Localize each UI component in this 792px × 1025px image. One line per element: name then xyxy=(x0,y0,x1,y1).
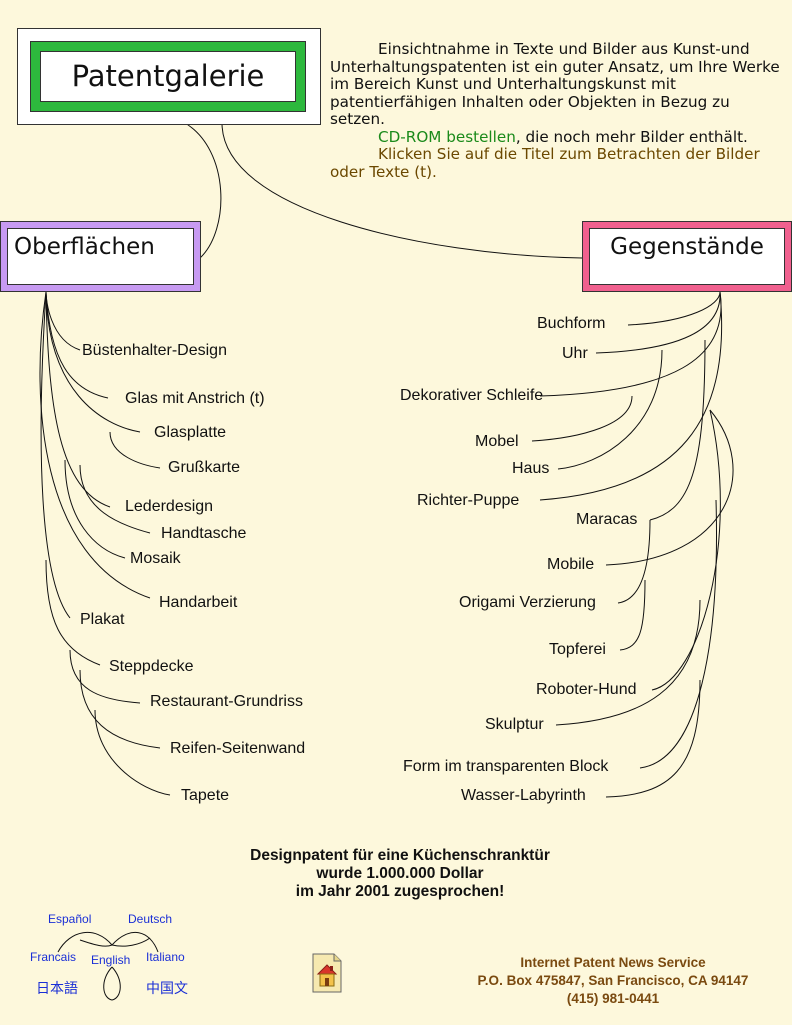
objects-category-frame: Gegenstände xyxy=(582,221,792,292)
object-item-robot-dog[interactable]: Roboter-Hund xyxy=(536,681,637,699)
surface-item-needlework[interactable]: Handarbeit xyxy=(159,594,237,612)
language-link-spanish[interactable]: Español xyxy=(48,912,91,926)
surface-item-restaurant-floorplan[interactable]: Restaurant-Grundriss xyxy=(150,693,303,711)
object-item-pottery[interactable]: Topferei xyxy=(549,641,606,659)
language-link-french[interactable]: Francais xyxy=(30,950,76,964)
award-announcement: Designpatent für eine Küchenschranktür w… xyxy=(200,847,600,901)
award-line-2: wurde 1.000.000 Dollar xyxy=(200,865,600,883)
intro-text: Einsichtnahme in Texte und Bilder aus Ku… xyxy=(330,41,782,181)
surface-item-bra-design[interactable]: Büstenhalter-Design xyxy=(82,342,227,360)
footer-address: P.O. Box 475847, San Francisco, CA 94147 xyxy=(430,972,792,990)
footer-organization: Internet Patent News Service xyxy=(430,954,792,972)
title-green-frame: Patentgalerie xyxy=(30,41,306,112)
object-item-mobile[interactable]: Mobile xyxy=(547,556,594,574)
footer-contact: Internet Patent News Service P.O. Box 47… xyxy=(430,954,792,1008)
object-item-doll[interactable]: Richter-Puppe xyxy=(417,492,519,510)
surface-item-glass-plate[interactable]: Glasplatte xyxy=(154,424,226,442)
surface-item-leather-design[interactable]: Lederdesign xyxy=(125,498,213,516)
surface-item-mosaic[interactable]: Mosaik xyxy=(130,550,181,568)
cd-rom-rest-text: , die noch mehr Bilder enthält. xyxy=(516,128,748,146)
object-item-sculpture[interactable]: Skulptur xyxy=(485,716,544,734)
language-link-japanese[interactable]: 日本語 xyxy=(36,978,78,998)
surface-item-painted-glass[interactable]: Glas mit Anstrich (t) xyxy=(125,390,265,408)
surface-item-tire-sidewall[interactable]: Reifen-Seitenwand xyxy=(170,740,305,758)
object-item-furniture[interactable]: Mobel xyxy=(475,433,519,451)
surfaces-category-frame: Oberflächen xyxy=(0,221,201,292)
object-item-clock[interactable]: Uhr xyxy=(562,345,588,363)
object-item-decorative-bow[interactable]: Dekorativer Schleife xyxy=(400,387,543,405)
object-item-origami[interactable]: Origami Verzierung xyxy=(459,594,596,612)
instruction-text: Klicken Sie auf die Titel zum Betrachten… xyxy=(330,146,782,181)
language-link-italian[interactable]: Italiano xyxy=(146,950,185,964)
object-item-transparent-block[interactable]: Form im transparenten Block xyxy=(403,758,608,776)
surface-item-quilt[interactable]: Steppdecke xyxy=(109,658,194,676)
page-title: Patentgalerie xyxy=(40,51,296,102)
object-item-house[interactable]: Haus xyxy=(512,460,549,478)
footer-phone: (415) 981-0441 xyxy=(430,990,792,1008)
surface-item-handbag[interactable]: Handtasche xyxy=(161,525,246,543)
language-link-german[interactable]: Deutsch xyxy=(128,912,172,926)
object-item-water-maze[interactable]: Wasser-Labyrinth xyxy=(461,787,586,805)
object-item-book-form[interactable]: Buchform xyxy=(537,315,605,333)
award-line-3: im Jahr 2001 zugesprochen! xyxy=(200,883,600,901)
language-link-chinese[interactable]: 中国文 xyxy=(146,978,188,998)
language-link-english[interactable]: English xyxy=(91,953,130,967)
award-line-1: Designpatent für eine Küchenschranktür xyxy=(200,847,600,865)
intro-paragraph: Einsichtnahme in Texte und Bilder aus Ku… xyxy=(330,41,782,129)
objects-category-title: Gegenstände xyxy=(589,228,785,285)
surfaces-category-title: Oberflächen xyxy=(7,228,194,285)
surface-item-greeting-card[interactable]: Grußkarte xyxy=(168,459,240,477)
home-document-icon[interactable] xyxy=(310,952,344,994)
title-frame: Patentgalerie xyxy=(17,28,321,125)
object-item-maracas[interactable]: Maracas xyxy=(576,511,637,529)
surface-item-wallpaper[interactable]: Tapete xyxy=(181,787,229,805)
cd-rom-order-link[interactable]: CD-ROM bestellen xyxy=(378,128,516,146)
surface-item-poster[interactable]: Plakat xyxy=(80,611,124,629)
